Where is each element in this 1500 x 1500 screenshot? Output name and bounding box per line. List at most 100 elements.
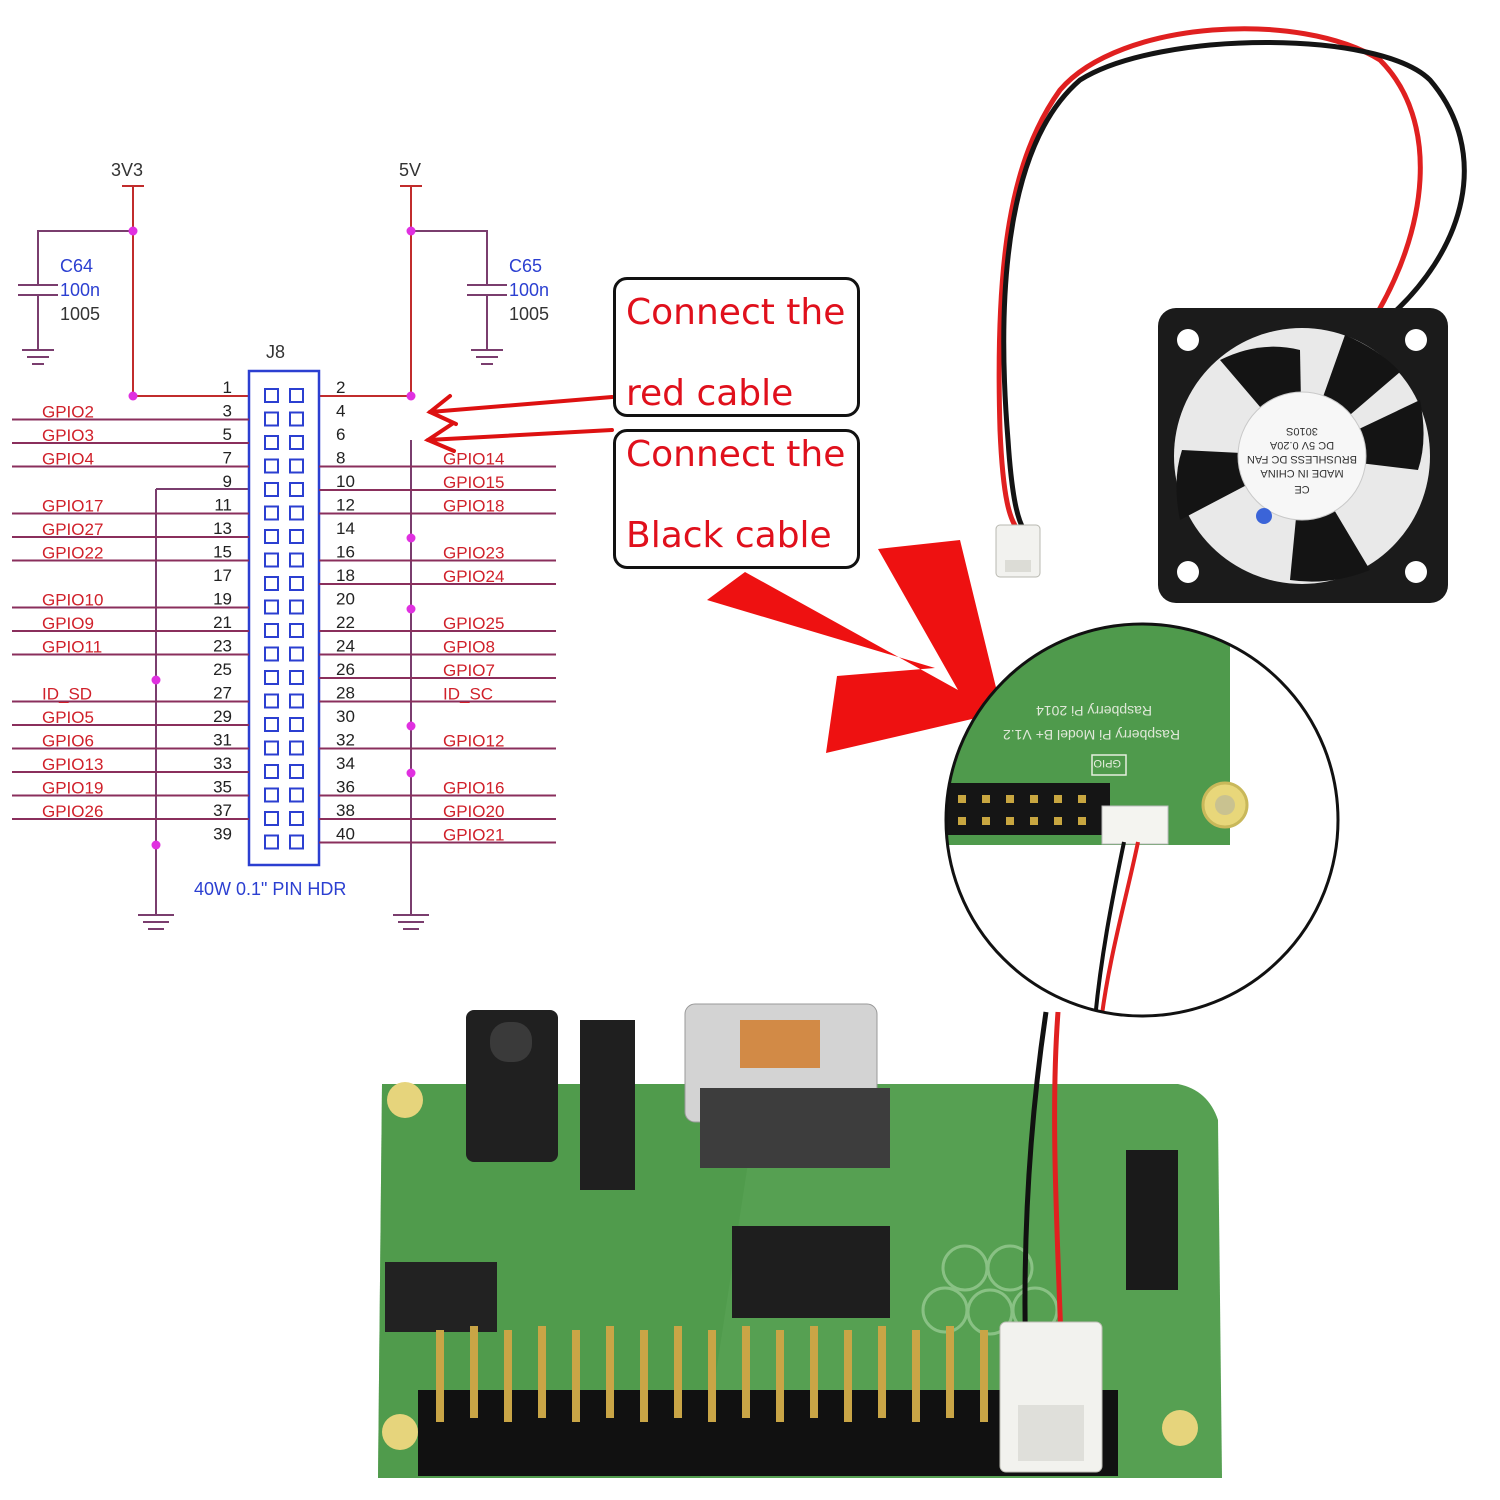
pcb-model-text: Raspberry Pi Model B+ V1.2 [1003,727,1180,743]
header-pin [504,1330,512,1422]
junction-dot [406,533,416,543]
pin-pad [289,764,304,779]
pin-pad [264,576,279,591]
pin-pad [264,740,279,756]
pin-pad [264,787,279,803]
board-mount-hole [1162,1410,1198,1446]
right-net-label: GPIO21 [443,826,504,845]
fan-mount-hole [1177,329,1199,351]
left-net-label: GPIO27 [42,520,103,539]
black-cable-leader [426,428,614,442]
header-pin [958,795,966,803]
header-ref: J8 [266,342,285,362]
usb-chip [385,1262,497,1332]
header-pin [606,1326,614,1418]
black-callout-line2: Black cable [626,515,832,556]
zoom-detail: Raspberry Pi 2014 Raspberry Pi Model B+ … [944,622,1340,1018]
pin-pad [264,599,279,615]
left-net-label: GPIO17 [42,497,103,516]
pin-pad [289,740,304,756]
rail-3v3-label: 3V3 [111,160,143,180]
pin-pad [289,411,304,427]
even-pin-number: 12 [336,496,355,515]
fan-mount-hole [1405,561,1427,583]
right-net-label: ID_SC [443,685,493,704]
header-pin [742,1326,750,1418]
junction-dot [128,226,138,236]
pin-pad [264,482,279,497]
pin-pad [289,576,304,591]
pin-pad [289,646,304,662]
right-net-label: GPIO25 [443,614,504,633]
header-pin [1078,795,1086,803]
header-pin [810,1326,818,1418]
even-pin-number: 22 [336,613,355,632]
cooling-fan: CE MADE IN CHINA BRUSHLESS DC FAN DC 5V … [995,26,1467,603]
zoom-pin-header [946,783,1110,835]
header-pin [538,1326,546,1418]
header-pin [980,1330,988,1422]
right-net-label: GPIO24 [443,567,504,586]
even-pin-number: 38 [336,801,355,820]
header-pin [640,1330,648,1422]
board-gpio-pins [436,1326,1090,1422]
junction-dot [406,721,416,731]
c64-value: 100n [60,280,100,300]
pin-pad [289,670,304,685]
header-pin [470,1326,478,1418]
junction-dot [128,391,138,401]
header-pin [572,1330,580,1422]
header-pin [982,795,990,803]
header-pin [958,817,966,825]
fan-hub-sticker [1237,391,1367,521]
board-mount-hole [382,1414,418,1450]
even-pin-number: 16 [336,543,355,562]
board-black-wire [1022,1011,1049,1371]
left-net-label: GPIO11 [42,638,102,657]
black-cable-arrowhead [423,422,456,453]
header-pin [912,1330,920,1422]
pin-pad [264,529,279,544]
c64-package: 1005 [60,304,100,324]
pin-pad [289,552,304,568]
pin-pad [264,435,279,450]
odd-pin-number: 25 [213,660,232,679]
right-net-label: GPIO18 [443,497,504,516]
fan-mount-hole [1405,329,1427,351]
cap-c64 [18,230,133,365]
left-net-label: GPIO5 [42,708,94,727]
board-mount-hole [387,1082,423,1118]
even-pin-number: 2 [336,378,345,397]
left-net-label: GPIO3 [42,426,94,445]
pin-pad [289,435,304,450]
header-pin [1030,795,1038,803]
odd-pin-number: 23 [213,637,232,656]
black-cable-callout: Connect the Black cable [613,429,860,569]
pin-pad [264,552,279,568]
pin-pad [264,764,279,779]
header-pin [776,1330,784,1422]
right-net-label: GPIO15 [443,473,504,492]
header-pin [1054,817,1062,825]
pin-pad [289,505,304,521]
left-net-label: GPIO6 [42,732,94,751]
camera-connector [580,1020,635,1190]
odd-pin-number: 33 [213,754,232,773]
fan-mark: CE [1294,483,1309,495]
fan-mount-hole [1177,561,1199,583]
header-pin [844,1330,852,1422]
fan-label-line1: DC 5V 0.20A [1269,439,1334,451]
display-connector [1126,1150,1178,1290]
red-cable-leader [428,395,614,414]
fan-label-line2: BRUSHLESS DC FAN [1247,453,1357,465]
pin-pad [289,693,304,709]
fan-black-cable [1001,40,1467,532]
black-callout-line1: Connect the [626,434,846,475]
